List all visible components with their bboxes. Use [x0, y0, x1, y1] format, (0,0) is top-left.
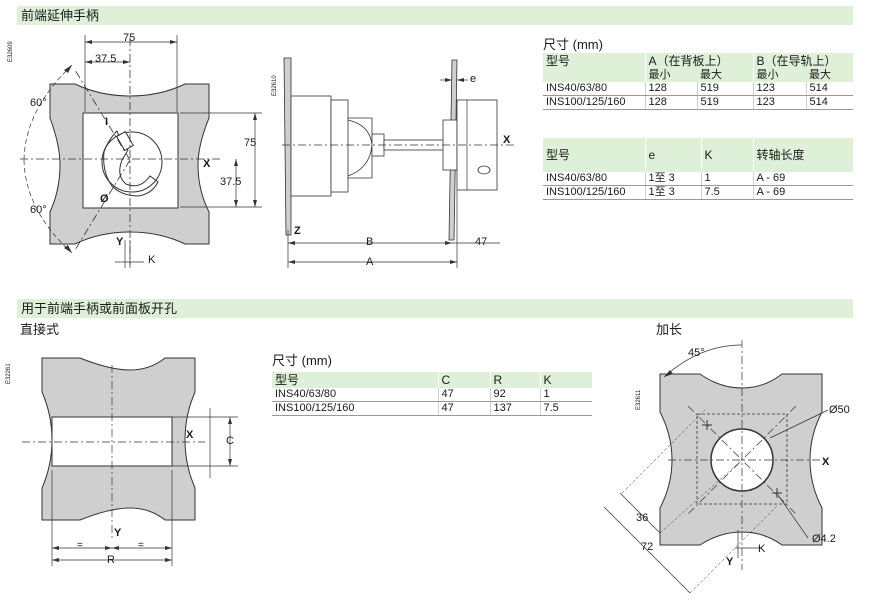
direct-cutout-drawing	[22, 357, 238, 566]
cell: 7.5	[700, 185, 753, 200]
table-row: INS100/125/160 1至 3 7.5 A - 69	[543, 185, 853, 200]
subheader-min: 最小	[644, 69, 697, 82]
axis-k-label: K	[148, 254, 156, 266]
header-shaft-length: 转轴长度	[752, 138, 853, 172]
mark-off: Ø	[100, 193, 109, 205]
table-c-r-k: 型号 C R K INS40/63/80 47 92 1 INS100/125/…	[272, 372, 592, 416]
equal-mark: =	[138, 540, 144, 551]
table-e-k-shaft: 型号 e K 转轴长度 INS40/63/80 1至 3 1 A - 69 IN…	[543, 138, 853, 200]
axis-k-label: K	[758, 543, 766, 555]
subheader-max: 最大	[806, 69, 853, 82]
table-dimensions-a-b: 型号 A（在背板上） B（在导轨上） 最小 最大 最小 最大 INS40/63/…	[543, 53, 853, 110]
cell: A - 69	[752, 172, 853, 186]
cell: 519	[696, 82, 753, 96]
cell: 128	[644, 95, 697, 110]
handle-side-view-drawing	[282, 57, 515, 268]
cell: INS100/125/160	[543, 185, 645, 200]
axis-y-label: Y	[114, 527, 122, 539]
handle-front-view-drawing	[20, 35, 262, 268]
cell: 128	[644, 82, 697, 96]
figure-code-label: E32261	[6, 363, 12, 384]
dimension-e: e	[470, 73, 477, 85]
header-c: C	[437, 372, 490, 388]
cell: INS40/63/80	[543, 172, 645, 186]
axis-y-label: Y	[726, 556, 734, 568]
cell: 514	[805, 82, 853, 96]
axis-x-label: X	[203, 158, 211, 170]
dimension-72: 72	[641, 541, 654, 553]
equal-mark: =	[77, 540, 83, 551]
header-model: 型号	[272, 372, 438, 388]
cell: 47	[437, 401, 490, 416]
dimension-r: R	[107, 554, 115, 566]
header-blank	[543, 69, 645, 82]
axis-y-label: Y	[116, 236, 124, 248]
dimension-36: 36	[636, 512, 649, 524]
dimension-37-5-right: 37.5	[220, 176, 242, 188]
axis-x-label: X	[503, 134, 511, 146]
cell: INS40/63/80	[543, 82, 645, 96]
header-e: e	[644, 138, 701, 172]
subheader-max: 最大	[697, 69, 753, 82]
angle-45: 45°	[688, 347, 705, 359]
dimension-a: A	[366, 256, 374, 268]
diameter-4-2: Ø4.2	[812, 533, 836, 545]
table-row: INS100/125/160 47 137 7.5	[272, 401, 592, 416]
cell: INS100/125/160	[272, 401, 438, 416]
extended-cutout-drawing	[603, 340, 829, 594]
angle-60-bottom: 60°	[30, 204, 47, 216]
cell: INS100/125/160	[543, 95, 645, 110]
header-k: K	[700, 138, 753, 172]
cell: INS40/63/80	[272, 388, 438, 402]
dimension-47: 47	[475, 236, 488, 248]
header-model: 型号	[543, 138, 645, 172]
section-header-panel-cutout: 用于前端手柄或前面板开孔	[17, 299, 853, 318]
header-r: R	[489, 372, 540, 388]
dimension-37-5-top: 37.5	[95, 53, 117, 65]
cell: 519	[696, 95, 753, 110]
cell: 47	[437, 388, 490, 402]
table-row: INS40/63/80 1至 3 1 A - 69	[543, 172, 853, 186]
dimension-b: B	[366, 236, 374, 248]
cell: 1	[539, 388, 592, 402]
subheader-min: 最小	[752, 69, 806, 82]
section-header-front-extension-handle: 前端延伸手柄	[17, 6, 853, 25]
table-row: INS40/63/80 128 519 123 514	[543, 82, 853, 96]
axis-x-label: X	[822, 456, 830, 468]
header-k: K	[539, 372, 592, 388]
cell: 514	[805, 95, 853, 110]
table-row: INS40/63/80 47 92 1	[272, 388, 592, 402]
cell: A - 69	[752, 185, 853, 200]
cell: 1	[700, 172, 753, 186]
dimension-75-top: 75	[123, 32, 136, 44]
dimension-75-right: 75	[244, 137, 257, 149]
table3-title: 尺寸 (mm)	[272, 353, 332, 368]
axis-z-label: Z	[294, 225, 301, 237]
cell: 123	[752, 95, 806, 110]
mark-on: I	[105, 116, 109, 128]
header-a: A（在背板上）	[644, 53, 753, 69]
angle-60-top: 60°	[30, 97, 47, 109]
cell: 7.5	[539, 401, 592, 416]
label-extended: 加长	[656, 322, 683, 337]
header-model: 型号	[543, 53, 645, 69]
table-row: INS100/125/160 128 519 123 514	[543, 95, 853, 110]
cell: 123	[752, 82, 806, 96]
cell: 137	[489, 401, 540, 416]
diameter-50: Ø50	[829, 404, 850, 416]
cell: 1至 3	[644, 185, 701, 200]
header-b: B（在导轨上）	[752, 53, 853, 69]
table1-title: 尺寸 (mm)	[543, 37, 603, 52]
label-direct: 直接式	[20, 322, 60, 337]
axis-x-label: X	[186, 429, 194, 441]
cell: 92	[489, 388, 540, 402]
dimension-c: C	[226, 435, 234, 447]
cell: 1至 3	[644, 172, 701, 186]
